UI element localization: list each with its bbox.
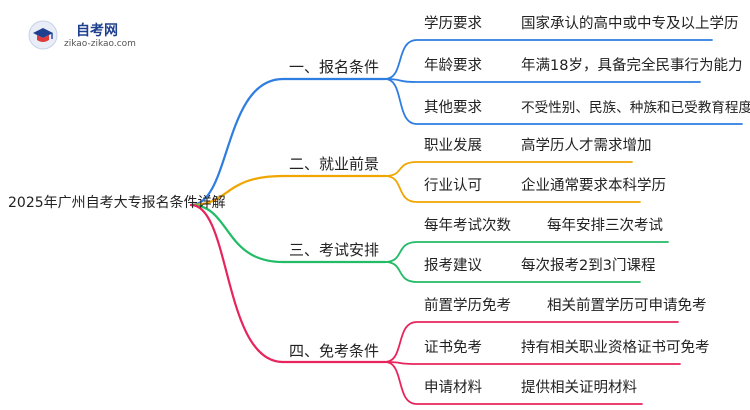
branch-exam-schedule: 三、考试安排 xyxy=(289,241,380,259)
branch-connector xyxy=(189,174,387,207)
item-connector xyxy=(384,78,743,125)
branch-connector xyxy=(189,203,387,264)
item-connector xyxy=(384,361,681,365)
site-logo: 自考网 zikao-zikao.com xyxy=(28,18,158,52)
item-certificate-exemption: 证书免考 xyxy=(424,340,482,356)
item-connector xyxy=(384,161,633,177)
item-connector xyxy=(384,361,643,405)
item-connector xyxy=(384,175,641,203)
detail-exam-frequency: 每年安排三次考试 xyxy=(547,218,663,234)
item-age-requirement: 年龄要求 xyxy=(424,58,482,74)
graduation-cap-icon xyxy=(28,20,58,50)
detail-education-requirement: 国家承认的高中或中专及以上学历 xyxy=(521,16,739,32)
branch-connector xyxy=(189,203,387,364)
item-connector xyxy=(384,321,679,363)
item-exam-frequency: 每年考试次数 xyxy=(424,218,511,234)
branch-connector xyxy=(189,77,387,207)
detail-application-materials: 提供相关证明材料 xyxy=(521,380,637,396)
logo-title: 自考网 xyxy=(76,23,118,39)
item-connector xyxy=(384,241,669,263)
detail-career-development: 高学历人才需求增加 xyxy=(521,138,652,154)
detail-industry-recognition: 企业通常要求本科学历 xyxy=(521,178,666,194)
detail-prior-education-exemption: 相关前置学历可申请免考 xyxy=(547,298,707,314)
item-connector xyxy=(384,78,701,83)
item-career-development: 职业发展 xyxy=(424,138,482,154)
detail-registration-advice: 每次报考2到3门课程 xyxy=(521,258,656,274)
item-application-materials: 申请材料 xyxy=(424,380,482,396)
item-education-requirement: 学历要求 xyxy=(424,16,482,32)
root-topic: 2025年广州自考大专报名条件详解 xyxy=(8,195,226,211)
branch-exemption: 四、免考条件 xyxy=(289,342,380,360)
branch-employment: 二、就业前景 xyxy=(289,155,380,173)
item-connector xyxy=(384,39,713,80)
branch-registration: 一、报名条件 xyxy=(289,58,380,76)
detail-certificate-exemption: 持有相关职业资格证书可免考 xyxy=(521,340,710,356)
logo-subtitle: zikao-zikao.com xyxy=(64,39,136,49)
detail-age-requirement: 年满18岁，具备完全民事行为能力 xyxy=(521,58,743,74)
item-connector xyxy=(384,261,641,283)
detail-other-requirement: 不受性别、民族、种族和已受教育程度限制 xyxy=(521,100,750,116)
item-registration-advice: 报考建议 xyxy=(424,258,482,274)
item-prior-education-exemption: 前置学历免考 xyxy=(424,298,511,314)
item-industry-recognition: 行业认可 xyxy=(424,178,482,194)
item-other-requirement: 其他要求 xyxy=(424,100,482,116)
